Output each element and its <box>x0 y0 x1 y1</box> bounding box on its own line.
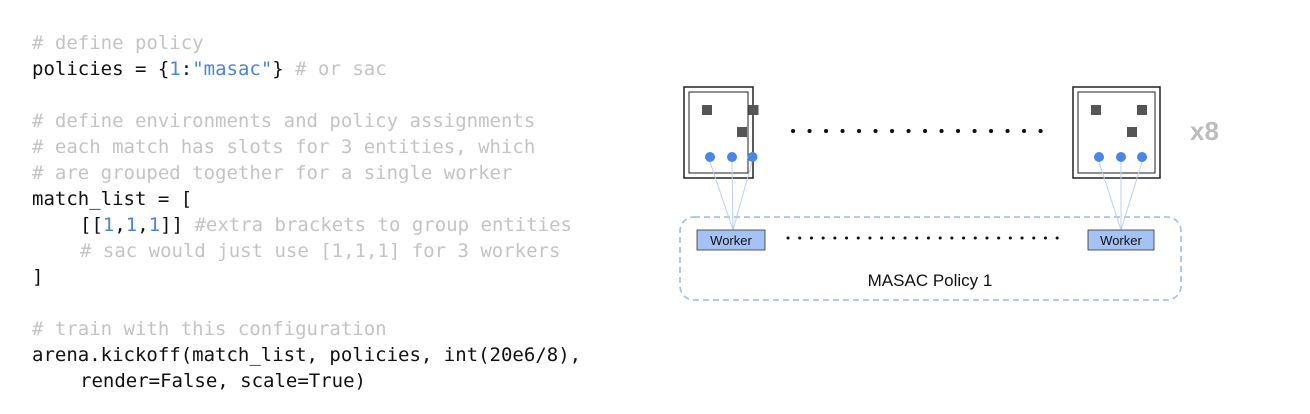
worker-label: Worker <box>1100 233 1142 248</box>
connector-lines-right <box>1098 161 1143 231</box>
code-line-kickoff: arena.kickoff(match_list, policies, int(… <box>32 344 582 366</box>
agent-dot <box>1137 152 1147 162</box>
code-line-policies: policies = {1:"masac"} # or sac <box>32 56 581 82</box>
code-comment: #extra brackets to group entities <box>183 214 572 236</box>
environment-left <box>683 86 759 179</box>
code-comment: # define environments and policy assignm… <box>32 110 536 132</box>
entity-square <box>1127 127 1137 137</box>
code-comment: # each match has slots for 3 entities, w… <box>32 136 536 158</box>
code-line-close-bracket: ] <box>32 266 44 288</box>
code-text: : <box>180 58 193 80</box>
code-text: , <box>114 214 126 236</box>
code-number: 1 <box>169 58 181 80</box>
code-line-match-list: match_list = [ <box>32 188 193 210</box>
code-block: # define policy policies = {1:"masac"} #… <box>32 30 581 394</box>
code-text: } <box>272 58 284 80</box>
code-text: render=False, scale=True) <box>80 370 366 392</box>
code-number: 1 <box>125 214 138 236</box>
worker-box-left: Worker <box>696 229 766 251</box>
entity-square <box>1091 105 1101 115</box>
code-blank <box>32 82 581 108</box>
multiplier-label: x8 <box>1190 116 1219 146</box>
code-comment: # define policy <box>32 32 204 54</box>
environment-right <box>1072 86 1161 179</box>
entity-square <box>748 105 759 115</box>
code-comment: # or sac <box>283 58 387 80</box>
agent-dot <box>747 152 758 162</box>
agent-dot <box>1116 152 1126 162</box>
agent-dot <box>727 152 737 162</box>
code-comment: # train with this configuration <box>32 318 387 340</box>
code-text: , <box>137 214 149 236</box>
agent-dot <box>1094 152 1104 162</box>
code-number: 1 <box>102 214 115 236</box>
entity-square <box>1137 105 1147 115</box>
code-comment-text: # sac would just use [1,1,1] for 3 worke… <box>80 240 561 262</box>
code-text: policies = { <box>32 58 170 80</box>
code-comment: # are grouped together for a single work… <box>32 162 513 184</box>
code-comment: # sac would just use [1,1,1] for 3 worke… <box>32 238 581 264</box>
policy-container <box>679 216 1182 301</box>
code-text: [[ <box>80 214 103 236</box>
connector-lines-left <box>709 161 753 231</box>
code-line-kickoff-args: render=False, scale=True) <box>32 368 581 394</box>
code-line-entities: [[1,1,1]] #extra brackets to group entit… <box>32 212 581 238</box>
code-string: "masac" <box>192 58 273 80</box>
worker-box-right: Worker <box>1087 229 1155 251</box>
worker-label: Worker <box>710 233 752 248</box>
architecture-diagram: Worker Worker MASAC Policy 1 x8 <box>679 86 1219 301</box>
agent-dot <box>705 152 715 162</box>
code-text: ]] <box>160 214 184 236</box>
policy-label: MASAC Policy 1 <box>868 271 993 290</box>
code-number: 1 <box>148 214 161 236</box>
code-blank <box>32 290 581 316</box>
entity-square <box>737 127 747 137</box>
entity-square <box>702 105 712 115</box>
